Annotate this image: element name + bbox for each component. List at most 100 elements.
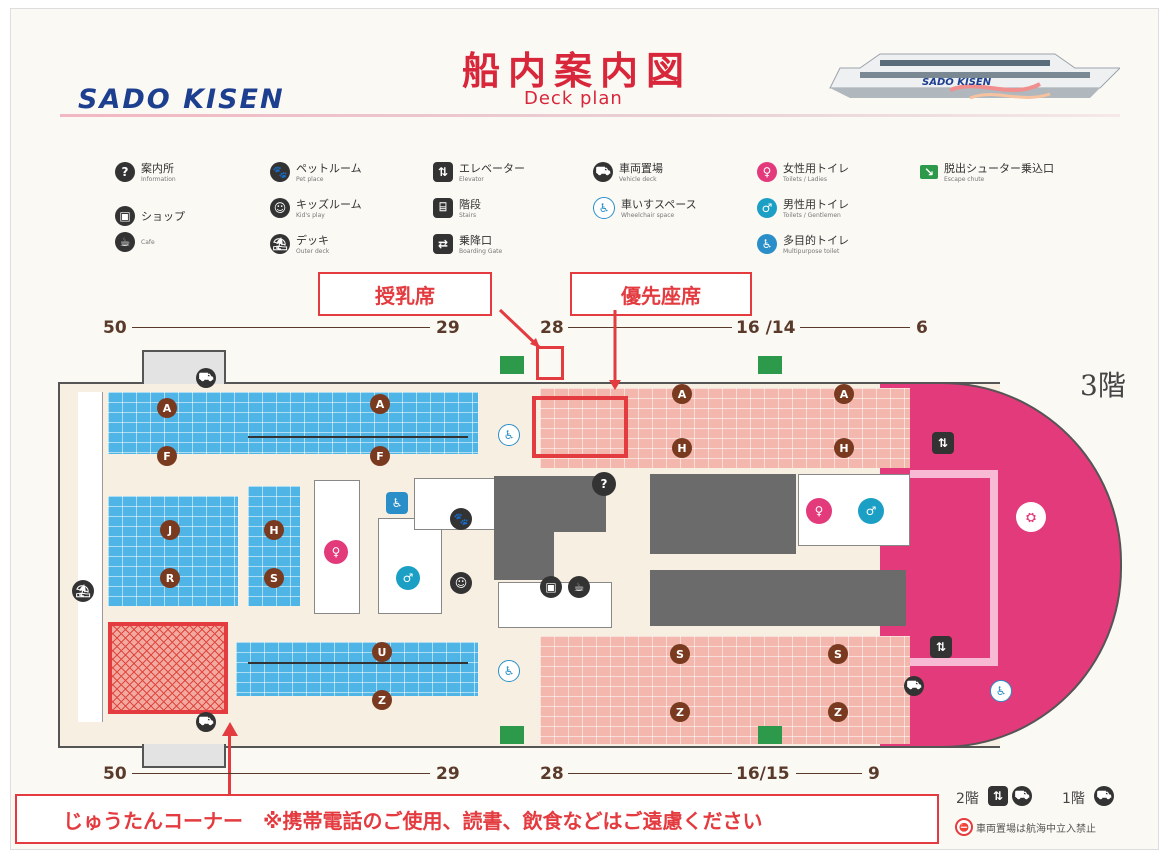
frame-number: 9: [868, 764, 880, 784]
row-badge: S: [264, 568, 284, 588]
row-badge: A: [672, 384, 692, 404]
carpet-corner-callout: じゅうたんコーナー ※携帯電話のご使用、読書、飲食などはご遠慮ください: [15, 794, 939, 844]
frame-arrow: [796, 773, 862, 774]
ship-brand-text: SADO KISEN: [922, 77, 992, 88]
stairwell-fwd: [650, 474, 796, 554]
ladies-toilet-icon: ♀: [806, 498, 832, 524]
ferry-illustration: SADO KISEN: [829, 53, 1120, 100]
escape-chute-icon: [500, 356, 524, 374]
bow-walkway: [910, 470, 998, 666]
row-badge: A: [370, 394, 390, 414]
priority-seat-highlight: [532, 396, 628, 458]
cafe-icon: ☕: [568, 576, 590, 598]
frame-arrow: [132, 773, 430, 774]
frame-number: 16/15: [736, 764, 790, 784]
stairwell-fwd-2: [650, 570, 906, 626]
frame-arrow: [132, 327, 430, 328]
row-badge: R: [160, 568, 180, 588]
car-icon: ⛟: [1012, 786, 1032, 806]
row-badge: H: [834, 438, 854, 458]
deck-level-label: 3階: [1080, 369, 1126, 402]
nursing-seat-callout: 授乳席: [318, 272, 492, 316]
escape-chute-icon: ↘: [920, 164, 938, 179]
row-badge: Z: [372, 690, 392, 710]
row-badge: A: [834, 384, 854, 404]
seat-block-aft-4: [236, 642, 478, 696]
frame-number: 28: [540, 318, 564, 338]
frame-number: 28: [540, 764, 564, 784]
shop-icon: ▣: [540, 576, 562, 598]
nursing-seat-highlight: [536, 346, 564, 380]
frame-arrow: [568, 327, 732, 328]
ladies-toilet-icon: ♀: [757, 161, 777, 182]
row-badge: S: [670, 644, 690, 664]
floor2-key: 2階: [956, 791, 979, 807]
legend-item-shop: ▣ ショップ: [115, 206, 185, 226]
mens-toilet-icon: ♂: [757, 197, 777, 218]
callout-arrows: [498, 308, 621, 390]
frame-number: 29: [436, 318, 460, 338]
row-badge: A: [157, 398, 177, 418]
no-entry-icon: ⛔: [955, 818, 973, 836]
row-badge: S: [828, 644, 848, 664]
frame-arrow: [568, 773, 732, 774]
elevator-icon: ⇅: [433, 161, 453, 182]
car-icon: ⛟: [593, 161, 613, 182]
priority-seat-callout: 優先座席: [570, 272, 752, 316]
mens-toilet-icon: ♂: [858, 498, 884, 524]
page-title: 船内案内図: [462, 49, 693, 93]
frame-number: 6: [916, 318, 928, 338]
frame-arrow: [800, 327, 910, 328]
escape-chute-icon: [758, 726, 782, 744]
row-badge: H: [264, 520, 284, 540]
legend-item-cafe: ☕ Cafe: [115, 232, 155, 252]
cafe-icon: ☕: [115, 232, 135, 252]
seat-block-fwd-2: [540, 636, 910, 744]
car-icon: ⛟: [196, 368, 216, 388]
car-icon: ⛟: [196, 712, 216, 732]
vehicle-deck-notice: 車両置場は航海中立入禁止: [976, 824, 1096, 835]
callout-line: [228, 736, 231, 794]
ladies-toilet-icon: ♀: [324, 540, 348, 564]
elevator-shaft: [494, 532, 554, 580]
multipurpose-toilet-icon: ♿: [757, 233, 777, 254]
wheelchair-icon: ♿: [990, 680, 1012, 702]
row-badge: F: [157, 446, 177, 466]
escalator-icon: ⛭: [1016, 502, 1046, 532]
frame-number: 50: [103, 764, 127, 784]
row-badge: U: [372, 642, 392, 662]
wheelchair-icon: ♿: [498, 424, 520, 446]
wheelchair-icon: ♿: [593, 196, 615, 219]
seat-divider: [248, 436, 468, 438]
seat-divider: [248, 662, 468, 664]
escape-chute-icon: [500, 726, 524, 744]
callout-arrowhead: [222, 722, 238, 736]
elevator-icon: ⇅: [988, 786, 1008, 806]
frame-number: 50: [103, 318, 127, 338]
seat-block-aft-2: [108, 496, 238, 606]
kids-icon: ☺: [270, 197, 290, 218]
deck-icon: ⛱: [270, 233, 290, 254]
frame-number: 29: [436, 764, 460, 784]
escape-chute-icon: [758, 356, 782, 374]
carpet-corner: [108, 622, 228, 714]
brand-logo: SADO KISEN: [78, 84, 285, 115]
row-badge: Z: [828, 702, 848, 722]
header-rule: [60, 114, 1120, 117]
shop-icon: ▣: [115, 206, 135, 226]
stern-walkway: [78, 392, 103, 722]
row-badge: F: [370, 446, 390, 466]
gate-icon: ⇄: [433, 233, 453, 254]
elevator-icon: ⇅: [930, 636, 952, 658]
